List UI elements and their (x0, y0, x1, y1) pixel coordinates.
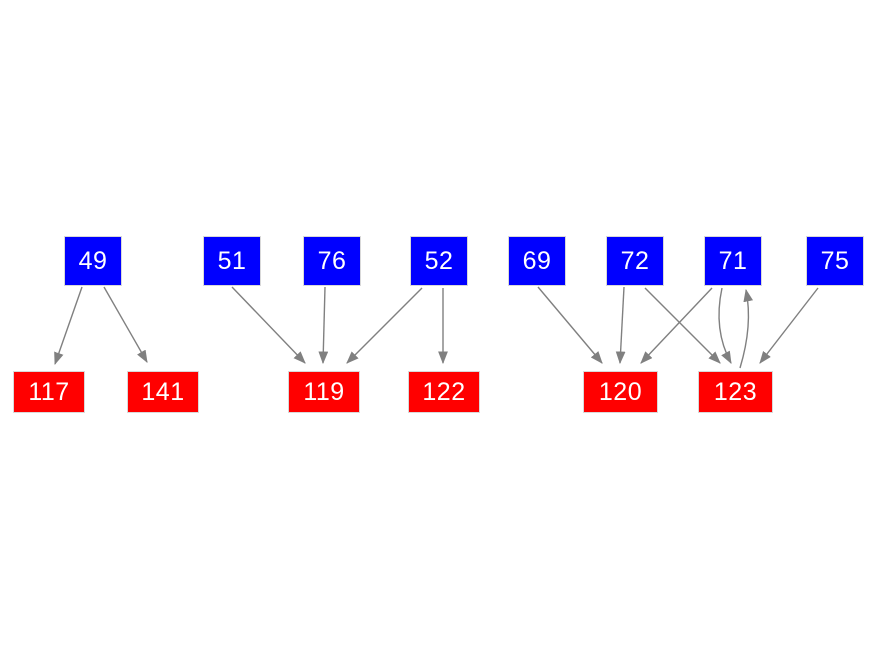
node-52[interactable]: 52 (410, 236, 468, 286)
edge-72-to-123 (644, 287, 721, 364)
node-label-117: 117 (28, 377, 70, 406)
node-label-72: 72 (620, 246, 650, 275)
node-label-76: 76 (317, 246, 347, 275)
node-label-122: 122 (422, 377, 466, 406)
node-72[interactable]: 72 (606, 236, 664, 286)
edge-75-to-123 (759, 287, 819, 364)
node-label-119: 119 (303, 377, 345, 406)
node-49[interactable]: 49 (64, 236, 122, 286)
edge-72-to-120 (615, 286, 626, 365)
node-141[interactable]: 141 (127, 371, 199, 413)
edge-123-to-71 (739, 288, 754, 369)
node-123[interactable]: 123 (698, 371, 773, 413)
node-label-75: 75 (820, 246, 850, 275)
node-label-52: 52 (424, 246, 454, 275)
node-117[interactable]: 117 (13, 371, 85, 413)
edge-49-to-117 (54, 286, 83, 366)
edge-52-to-119 (346, 287, 423, 364)
node-51[interactable]: 51 (203, 236, 261, 286)
node-label-123: 123 (713, 377, 758, 406)
node-76[interactable]: 76 (303, 236, 361, 286)
edge-69-to-120 (537, 286, 603, 364)
node-119[interactable]: 119 (288, 371, 360, 413)
edge-49-to-141 (103, 286, 148, 363)
node-label-141: 141 (141, 377, 185, 406)
node-71[interactable]: 71 (704, 236, 762, 286)
node-122[interactable]: 122 (408, 371, 480, 413)
node-label-120: 120 (598, 377, 643, 406)
edge-71-to-123 (718, 287, 732, 364)
node-label-71: 71 (718, 246, 748, 275)
node-label-51: 51 (217, 246, 247, 275)
edge-76-to-119 (318, 286, 329, 365)
node-120[interactable]: 120 (583, 371, 658, 413)
edge-51-to-119 (231, 286, 306, 364)
edge-71-to-120 (640, 287, 713, 364)
node-75[interactable]: 75 (806, 236, 864, 286)
node-label-49: 49 (78, 246, 108, 275)
node-label-69: 69 (522, 246, 552, 275)
node-69[interactable]: 69 (508, 236, 566, 286)
